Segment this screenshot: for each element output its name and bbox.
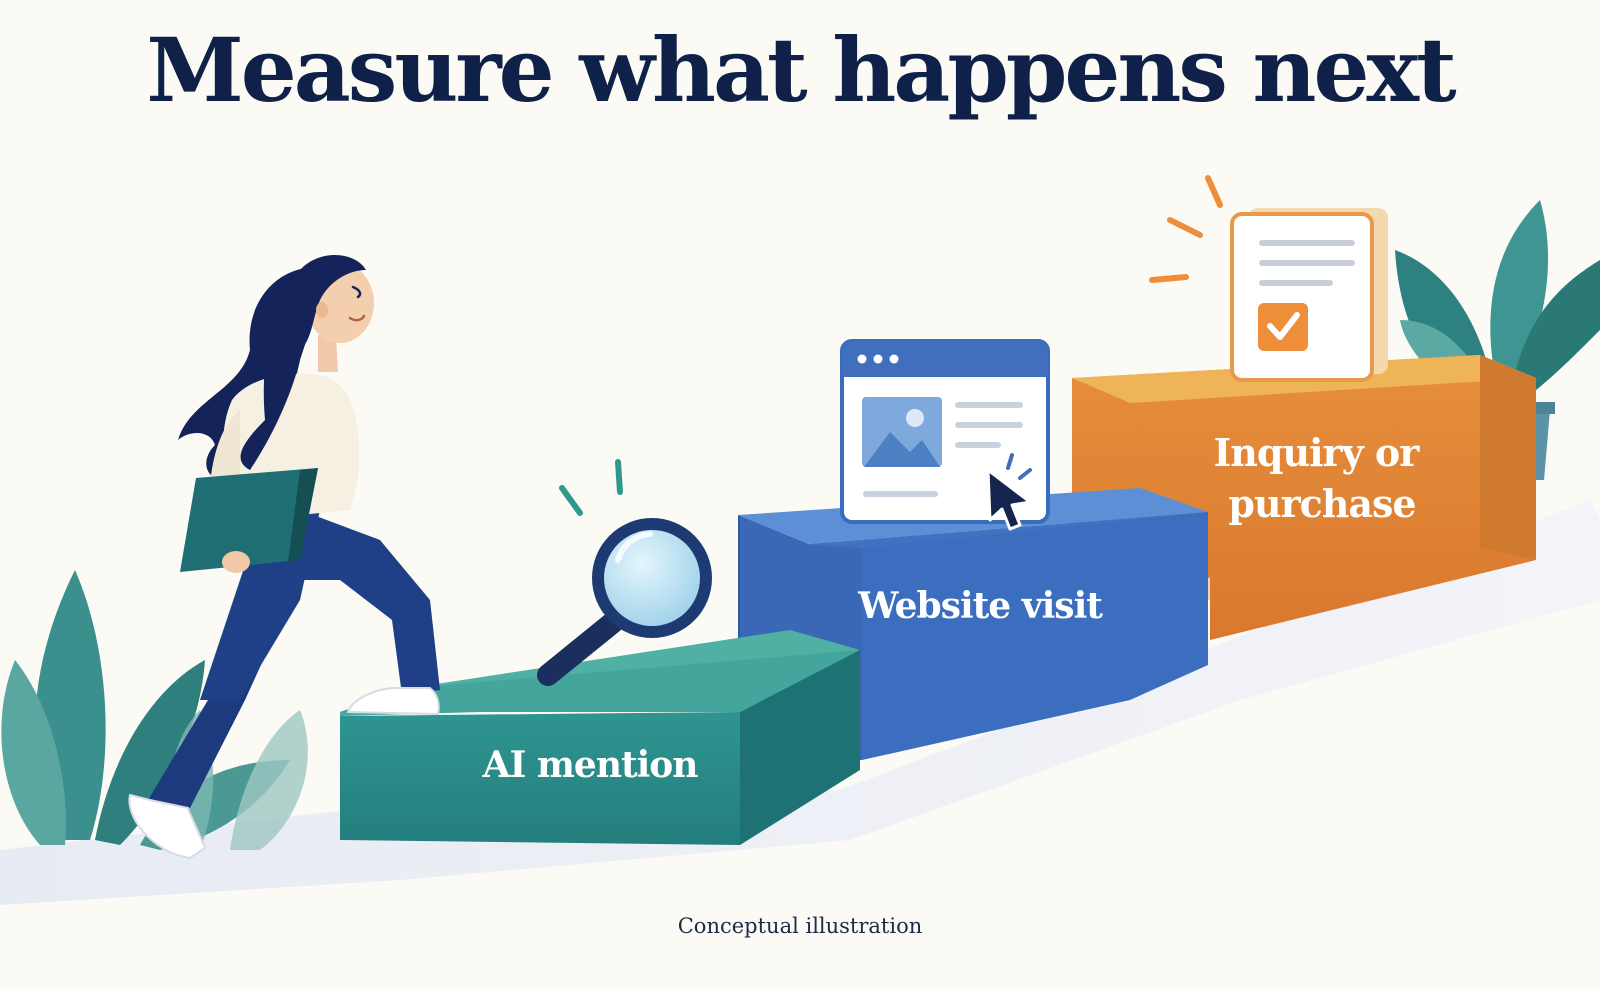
- step-2-label: Website visit: [857, 585, 1103, 627]
- magnifying-glass-icon: [537, 459, 712, 686]
- checklist-document-icon: [1149, 175, 1388, 382]
- person-figure: [128, 254, 440, 860]
- cursor-arrow-icon: [986, 468, 1032, 531]
- page-title: Measure what happens next: [146, 18, 1456, 122]
- step-3-label: Inquiry or purchase: [1214, 430, 1431, 526]
- step-1-label: AI mention: [482, 744, 699, 786]
- caption: Conceptual illustration: [677, 914, 923, 938]
- step-3-label-line-2: purchase: [1228, 481, 1415, 526]
- ground: [0, 500, 1600, 905]
- step-3-label-line-1: Inquiry or: [1214, 430, 1421, 475]
